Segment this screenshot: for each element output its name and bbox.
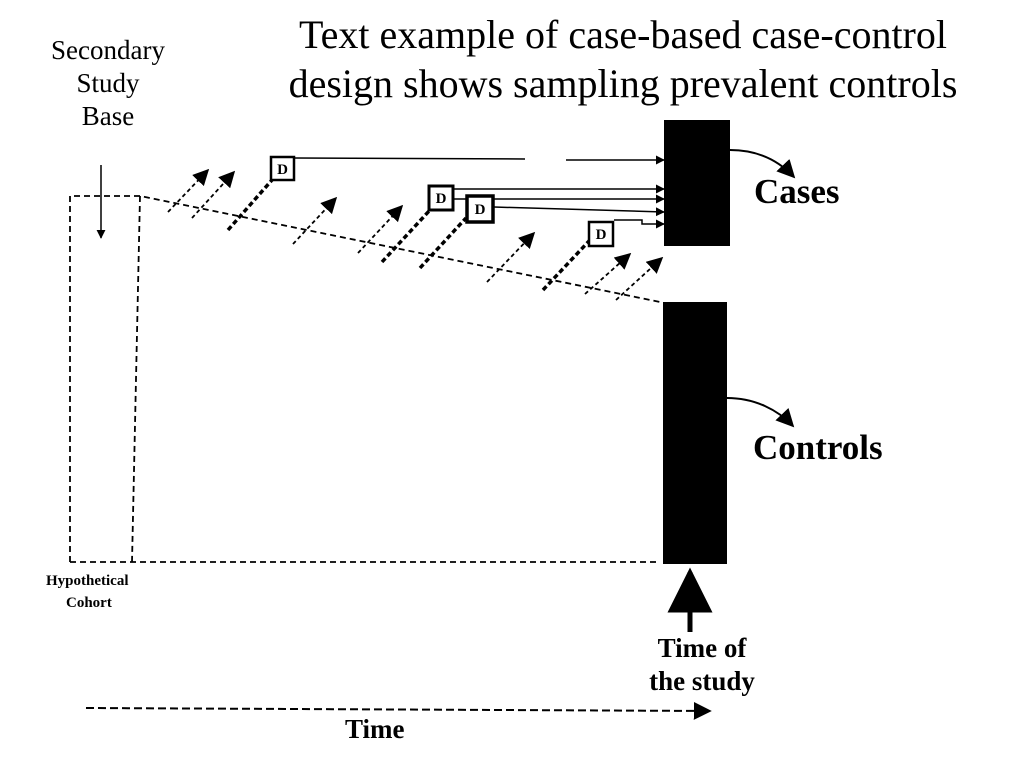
incidence-line bbox=[380, 208, 432, 264]
loss-arrow bbox=[486, 231, 536, 283]
time-axis-label: Time bbox=[345, 714, 405, 744]
loss-arrow bbox=[292, 196, 338, 245]
time-of-study-label: Time of the study bbox=[612, 632, 792, 698]
case-arrow bbox=[614, 219, 665, 229]
slide-title: Text example of case-based case-control … bbox=[228, 10, 1018, 108]
incidence-line bbox=[418, 216, 468, 270]
disease-box-label: D bbox=[277, 162, 288, 178]
secondary-study-base-label: Secondary Study Base bbox=[28, 34, 188, 133]
study-time-line-1: Time of bbox=[657, 633, 747, 663]
case-arrow bbox=[293, 158, 664, 160]
cases-bar bbox=[664, 120, 730, 246]
incidence-lines bbox=[226, 178, 592, 292]
controls-bar bbox=[663, 302, 727, 564]
incidence-line bbox=[541, 238, 592, 292]
loss-arrow bbox=[584, 252, 632, 295]
incidence-line bbox=[226, 178, 274, 232]
loss-arrow bbox=[357, 204, 404, 254]
disease-box: D bbox=[587, 220, 615, 248]
disease-box-label: D bbox=[596, 227, 607, 243]
cohort-line-1: Hypothetical bbox=[46, 573, 129, 589]
case-arrows bbox=[293, 158, 665, 229]
title-line-2: design shows sampling prevalent controls bbox=[288, 61, 958, 106]
study-base-boundary bbox=[131, 195, 141, 563]
hypothetical-cohort-label: Hypothetical Cohort bbox=[46, 570, 129, 614]
disease-box-label: D bbox=[436, 191, 447, 207]
controls-curved-arrow bbox=[726, 397, 795, 428]
loss-arrow bbox=[167, 168, 210, 213]
disease-box: D bbox=[269, 155, 296, 182]
cohort-outline bbox=[69, 195, 661, 562]
study-base-line-1: Secondary bbox=[51, 35, 165, 65]
follow-up-arrows bbox=[167, 168, 664, 301]
cohort-line-2: Cohort bbox=[66, 595, 112, 611]
loss-arrow bbox=[191, 170, 236, 219]
title-line-1: Text example of case-based case-control bbox=[299, 12, 947, 57]
study-base-line-3: Base bbox=[81, 101, 135, 131]
case-arrow bbox=[493, 206, 665, 217]
cases-curved-arrow bbox=[729, 149, 796, 179]
loss-arrow bbox=[615, 256, 664, 301]
controls-label: Controls bbox=[753, 428, 883, 467]
disease-box-label: D bbox=[475, 202, 486, 218]
cases-label: Cases bbox=[754, 172, 840, 211]
study-base-line-2: Study bbox=[76, 68, 140, 98]
time-axis-arrow bbox=[85, 701, 712, 720]
study-time-line-2: the study bbox=[649, 666, 755, 696]
disease-box: D bbox=[465, 194, 495, 224]
disease-box: D bbox=[427, 184, 455, 212]
